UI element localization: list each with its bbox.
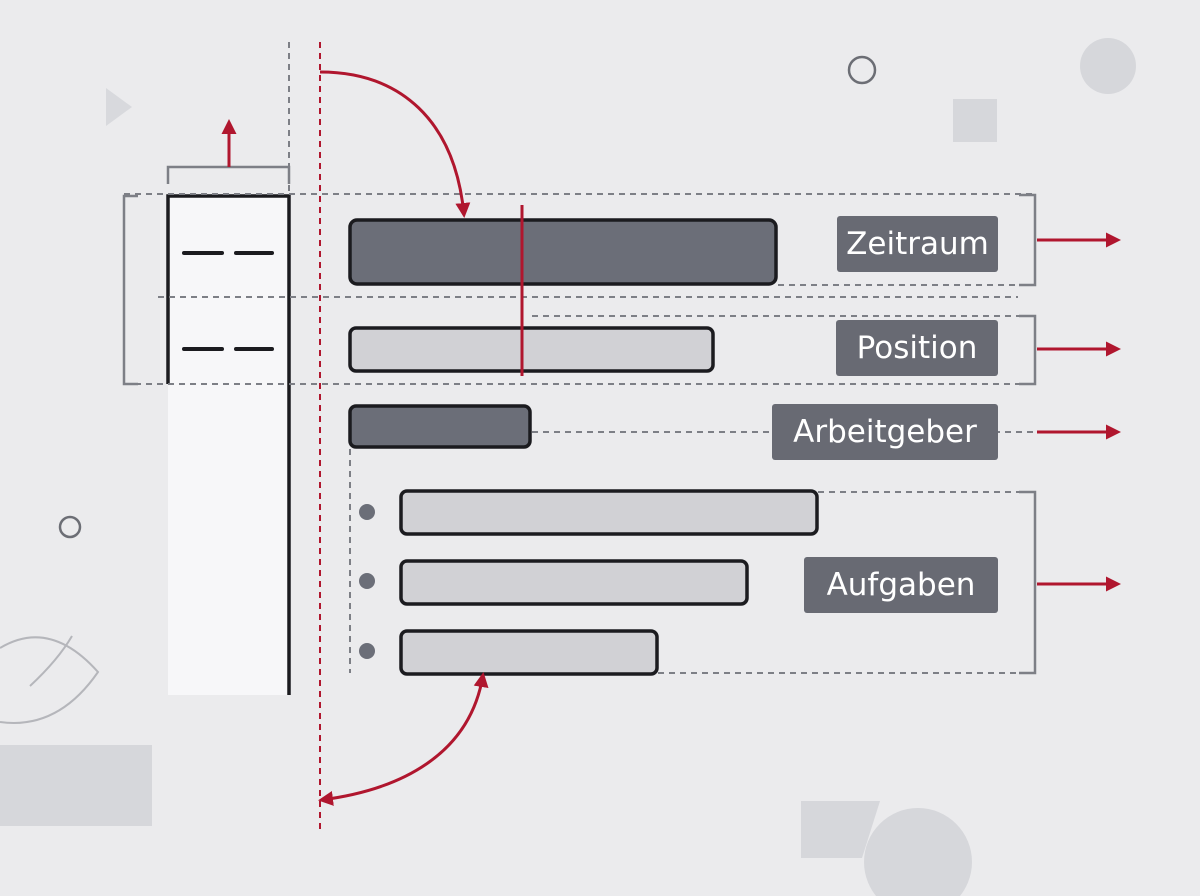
label-employer: Arbeitgeber: [772, 404, 998, 460]
period-bar: [348, 218, 778, 286]
circle-filled-decor: [1080, 38, 1136, 94]
top-width-bracket: [166, 165, 291, 184]
bracket-position: [1019, 314, 1037, 386]
right-brackets: [1019, 193, 1037, 675]
leaf-outline-decor: [0, 636, 100, 724]
employer-bar: [348, 404, 532, 449]
small-circle-decor: [58, 515, 82, 539]
bullet-2: [359, 573, 375, 589]
document-outline: [166, 194, 291, 695]
task-bar-3: [399, 629, 659, 676]
curved-arrow-top: [319, 70, 471, 218]
bullet-1: [359, 504, 375, 520]
bracket-tasks: [1019, 490, 1037, 675]
decorative-shapes: [0, 38, 1136, 896]
trapezoid-decor: [801, 801, 880, 858]
bullet-3: [359, 643, 375, 659]
task-bar-2: [399, 559, 749, 606]
square-decor: [953, 99, 997, 142]
label-tasks: Aufgaben: [804, 557, 998, 613]
position-bar: [348, 326, 715, 373]
label-period: Zeitraum: [837, 216, 998, 272]
red-arrows: [318, 70, 1121, 806]
label-position: Position: [836, 320, 998, 376]
task-bar-1: [399, 489, 819, 536]
bracket-period: [1019, 193, 1037, 287]
curved-arrow-bottom: [318, 672, 489, 806]
document-body: [168, 196, 289, 695]
rect-decor: [0, 745, 152, 826]
document-column: [122, 42, 291, 695]
large-circle-decor: [864, 808, 972, 896]
left-group-bracket: [122, 194, 138, 386]
circle-outline-decor: [847, 55, 877, 85]
leaf-vein-decor: [29, 635, 73, 687]
content-bars: [348, 205, 819, 676]
triangle-play-decor: [106, 88, 132, 126]
